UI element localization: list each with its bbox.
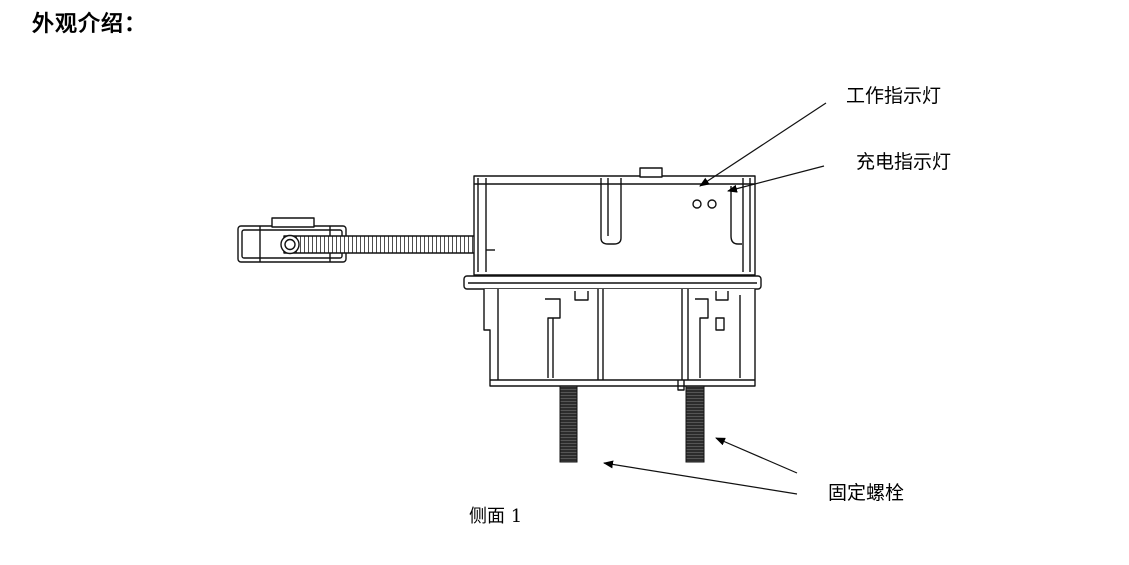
device-upper-body [473, 167, 756, 276]
work-indicator-led [692, 199, 702, 209]
work-indicator-leader [699, 102, 827, 187]
section-title: 外观介绍： [32, 12, 148, 37]
device-flange [463, 275, 762, 290]
figure-caption: 侧面 1 [469, 506, 523, 527]
fixing-bolt-right [685, 385, 705, 463]
work-indicator-callout: 工作指示灯 [846, 85, 942, 107]
charge-indicator-callout: 充电指示灯 [856, 151, 952, 173]
bolt-right-leader [715, 437, 798, 474]
device-lower-body [483, 289, 756, 391]
charge-indicator-leader [727, 165, 825, 193]
bolt-left-leader [603, 460, 798, 495]
fixing-bolt-left [559, 385, 578, 463]
fixing-bolt-callout: 固定螺栓 [828, 482, 905, 504]
charge-indicator-led [707, 199, 717, 209]
